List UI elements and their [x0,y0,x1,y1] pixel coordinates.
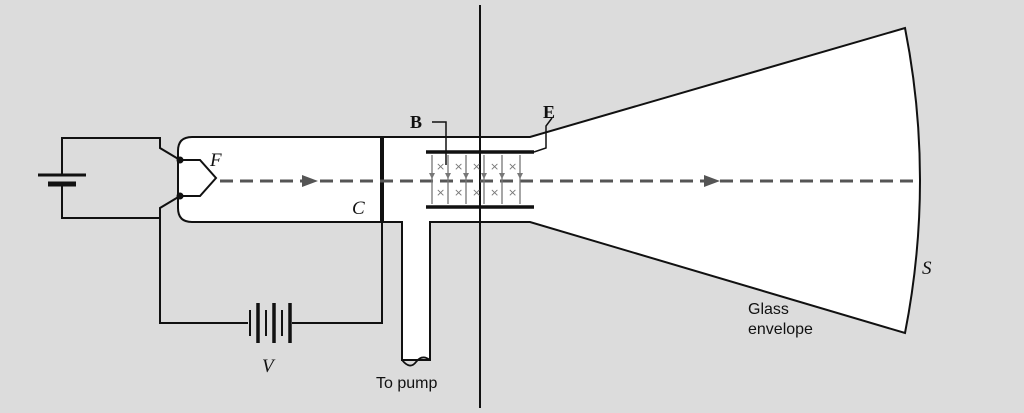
label-c: C [352,198,365,219]
label-pump: To pump [376,375,437,392]
b-field-cross: × [454,160,463,173]
b-field-cross: × [472,186,481,199]
label-e: E [543,102,555,122]
b-field-cross: × [490,186,499,199]
b-field-cross: × [436,186,445,199]
beam-arrow-1 [302,175,318,187]
field-marks: × × × × × × × × × × [429,155,523,204]
glass-envelope [177,26,921,361]
field-arrow [445,173,451,179]
field-arrow [481,173,487,179]
b-field-cross: × [508,160,517,173]
junction-bottom [176,192,184,200]
field-arrow [463,173,469,179]
label-v: V [262,356,276,377]
field-arrow [499,173,505,179]
field-arrow [429,173,435,179]
label-s: S [922,258,932,279]
junction-top [176,156,184,164]
pump-tube-end [401,356,431,367]
field-arrow [517,173,523,179]
label-f: F [209,150,222,171]
b-field-cross: × [490,160,499,173]
b-field-cross: × [508,186,517,199]
battery-circuit [38,137,181,219]
e-leader [533,117,553,153]
filament [180,159,218,197]
label-b: B [410,112,422,132]
beam-arrow-2 [704,175,720,187]
b-leader [432,121,447,165]
b-field-cross: × [436,160,445,173]
label-glass: Glass [748,301,789,318]
voltage-circuit [159,218,383,343]
label-envelope: envelope [748,321,813,338]
b-field-cross: × [472,160,481,173]
b-field-cross: × [454,186,463,199]
